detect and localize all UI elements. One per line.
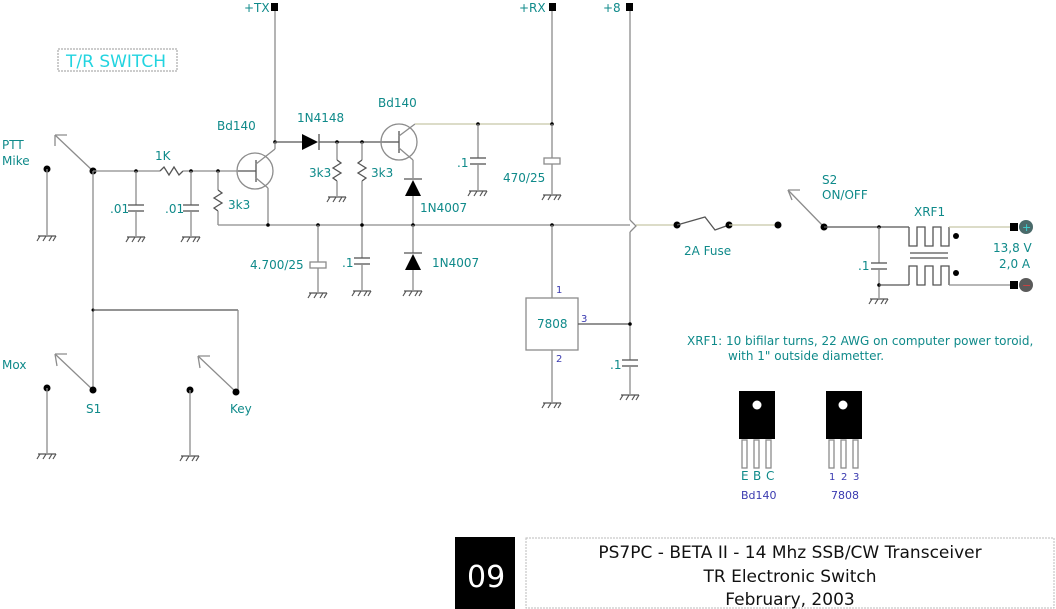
xrf1-label: XRF1	[914, 205, 945, 219]
r-1k-label: 1K	[155, 149, 172, 163]
7808-pin-2: 2	[841, 472, 847, 483]
s1-label: S1	[86, 402, 101, 416]
positive-terminal-icon	[1019, 220, 1033, 234]
title-label: T/R SWITCH	[65, 52, 166, 72]
rail-rx-label: +RX	[519, 1, 546, 15]
footer: 09 PS7PC - BETA II - 14 Mhz SSB/CW Trans…	[455, 537, 1055, 609]
terminal-pos-icon	[1010, 223, 1018, 231]
reg-pin2-label: 2	[556, 354, 562, 365]
terminal-tx-icon	[271, 3, 278, 11]
q1-label: Bd140	[217, 119, 256, 133]
bd140-pin-c: C	[766, 469, 774, 483]
package-7808: 1 2 3 7808	[826, 391, 862, 502]
mox-label: Mox	[2, 358, 26, 372]
7808-package-label: 7808	[831, 489, 859, 502]
d-1n4148-label: 1N4148	[297, 111, 344, 125]
rail-8v-label: +8	[603, 1, 621, 15]
c-01a-label: .01	[110, 202, 129, 216]
d-1n4007-bottom-label: 1N4007	[432, 256, 479, 270]
reg-label: 7808	[537, 317, 568, 331]
r-3k3-a-label: 3k3	[309, 166, 331, 180]
c-01-reg-label: .1	[610, 358, 621, 372]
bd140-package-label: Bd140	[741, 489, 777, 502]
reg-pin1-label: 1	[556, 285, 562, 296]
cap-470-icon	[543, 157, 561, 165]
q2-label: Bd140	[378, 96, 417, 110]
c-4700-label: 4.700/25	[250, 258, 304, 272]
negative-terminal-icon	[1019, 278, 1033, 292]
fuse-label: 2A Fuse	[684, 244, 731, 258]
transistor-q1-icon	[236, 140, 277, 225]
note-line-1: XRF1: 10 bifilar turns, 22 AWG on comput…	[687, 334, 1033, 348]
package-bd140: E B C Bd140	[739, 391, 777, 502]
rail-8v: +8	[603, 1, 637, 360]
c-01-pwr-label: .1	[858, 259, 869, 273]
ptt-switch[interactable]: PTT Mike	[2, 134, 97, 242]
ptt-label-2: Mike	[2, 154, 30, 168]
fuse-icon	[676, 216, 730, 231]
rail-tx: +TX	[244, 1, 278, 142]
diode-1n4007-top-icon	[405, 180, 421, 196]
choke-xrf1-icon	[908, 226, 959, 286]
footer-line-3: February, 2003	[725, 590, 854, 609]
r-3k3-b-label: 3k3	[371, 166, 393, 180]
svg-text:−: −	[1022, 279, 1031, 292]
bd140-pin-e: E	[741, 469, 749, 483]
c-01-rx-label: .1	[457, 156, 468, 170]
diode-1n4148-icon	[302, 134, 318, 150]
c-01b-label: .01	[165, 202, 184, 216]
cap-4700-icon	[309, 261, 327, 269]
footer-line-2: TR Electronic Switch	[702, 567, 876, 587]
reg-pin3-label: 3	[581, 314, 587, 325]
resistor-1k-icon	[159, 165, 184, 177]
c-470-label: 470/25	[503, 171, 545, 185]
r-3k3-base-label: 3k3	[228, 198, 250, 212]
c-01-mid-label: .1	[342, 256, 353, 270]
key-label: Key	[230, 402, 252, 416]
terminal-neg-icon	[1010, 281, 1018, 289]
d-1n4007-top-label: 1N4007	[420, 201, 467, 215]
ptt-label-1: PTT	[2, 138, 24, 152]
s2-switch[interactable]: S2 ON/OFF	[787, 173, 868, 231]
7808-pin-3: 3	[853, 472, 859, 483]
s2-label-2: ON/OFF	[822, 188, 868, 202]
mox-switch-s1[interactable]: Mox S1	[2, 353, 101, 460]
page-number: 09	[467, 560, 505, 595]
transistor-q2-icon	[380, 123, 418, 178]
title-box: T/R SWITCH	[57, 48, 178, 72]
page-number-box	[455, 537, 515, 609]
supply-voltage-label: 13,8 V	[993, 241, 1033, 255]
svg-text:+: +	[1022, 221, 1031, 234]
terminal-rx-icon	[549, 3, 556, 11]
key-switch[interactable]: Key	[179, 355, 252, 462]
terminal-8v-icon	[626, 3, 633, 11]
rail-tx-label: +TX	[244, 1, 270, 15]
note-line-2: with 1" outside diametter.	[728, 349, 884, 363]
supply-current-label: 2,0 A	[999, 257, 1031, 271]
footer-line-1: PS7PC - BETA II - 14 Mhz SSB/CW Transcei…	[598, 543, 981, 563]
bd140-pin-b: B	[753, 469, 761, 483]
rail-rx: +RX	[519, 1, 556, 124]
s2-label-1: S2	[822, 173, 837, 187]
diode-1n4007-bottom-icon	[405, 254, 421, 270]
7808-pin-1: 1	[829, 472, 835, 483]
